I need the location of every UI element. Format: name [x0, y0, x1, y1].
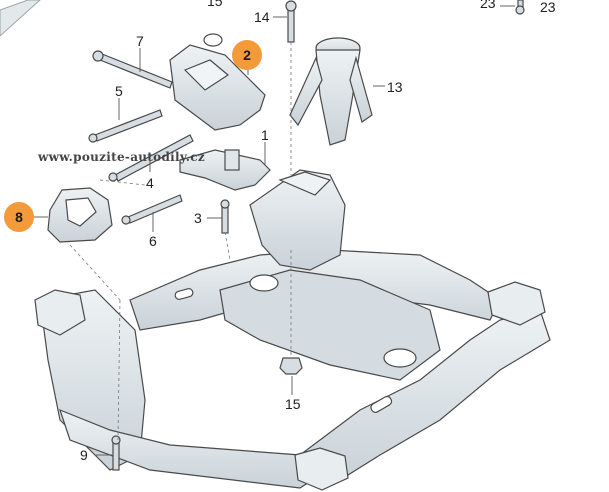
part-1-bracket [179, 149, 271, 191]
part-2-mount [169, 33, 266, 131]
callout-23-left: 23 [480, 0, 496, 11]
callout-8-highlight: 8 [4, 202, 34, 232]
callout-13: 13 [387, 79, 403, 95]
callout-4: 4 [146, 175, 154, 191]
callout-2-highlight: 2 [232, 40, 262, 70]
bolts [88, 0, 525, 471]
callout-23-right: 23 [540, 0, 556, 15]
callout-14: 14 [254, 9, 270, 25]
callout-6: 6 [149, 233, 157, 249]
callout-5: 5 [115, 83, 123, 99]
callout-3: 3 [194, 210, 202, 226]
alignment-dashes [69, 42, 292, 441]
part-8-bushing [47, 187, 113, 243]
callout-1: 1 [261, 127, 269, 143]
part-13-bracket [289, 37, 373, 146]
callout-15: 15 [285, 396, 301, 412]
subframe [34, 249, 551, 491]
callout-9: 9 [80, 447, 88, 463]
subframe-tower [249, 169, 346, 271]
callout-top-cut: 15 [207, 0, 223, 9]
watermark-text: www.pouzite-autodily.cz [38, 150, 205, 164]
edge-stripe [0, 0, 41, 37]
callout-7: 7 [136, 33, 144, 49]
